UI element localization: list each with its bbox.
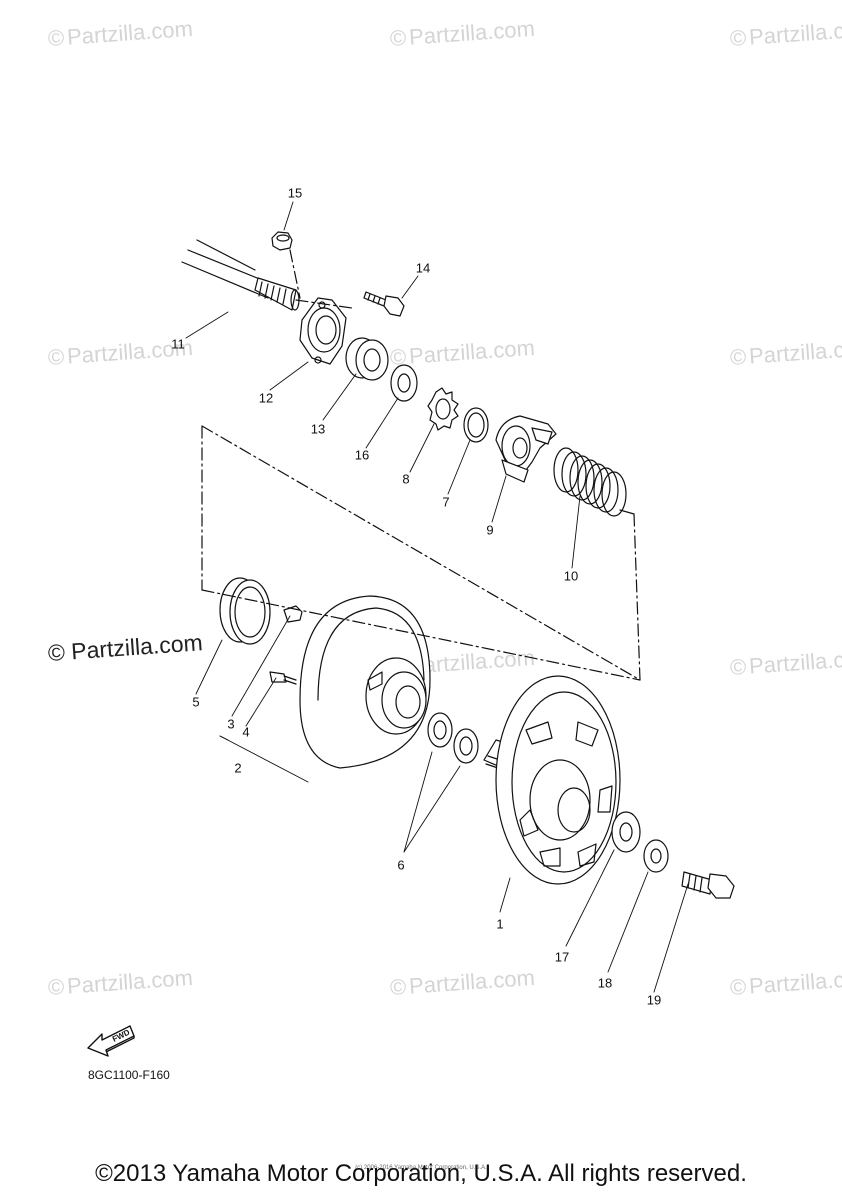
callout-17: 17	[554, 949, 570, 965]
part-4-screw	[269, 671, 297, 685]
part-7-circlip	[463, 407, 489, 443]
copyright-notice: ©2013 Yamaha Motor Corporation, U.S.A. A…	[95, 1160, 747, 1187]
callout-4: 4	[242, 724, 250, 740]
part-14-bolt	[363, 291, 405, 317]
part-13-bearing	[345, 337, 389, 381]
part-12-bearing-housing	[299, 297, 347, 365]
part-9-torque-cam	[495, 415, 557, 483]
callout-16: 16	[354, 447, 370, 463]
part-5-ring	[219, 577, 271, 645]
part-17-washer	[611, 811, 641, 853]
part-15-nut	[271, 231, 293, 251]
assembly-outline	[201, 249, 641, 681]
callout-13: 13	[310, 421, 326, 437]
callout-11: 11	[171, 336, 185, 352]
part-2-sheave	[299, 595, 431, 769]
part-6-shim	[427, 712, 453, 748]
part-11-shaft	[181, 239, 300, 311]
callout-10: 10	[563, 568, 579, 584]
diagram-code: 8GC1100-F160	[88, 1068, 170, 1082]
callout-12: 12	[258, 390, 274, 406]
callout-2: 2	[234, 760, 242, 776]
callout-8: 8	[402, 471, 410, 487]
callout-7: 7	[442, 494, 450, 510]
part-6-shim	[453, 728, 479, 764]
callout-6: 6	[397, 857, 405, 873]
part-16-washer	[390, 364, 418, 402]
callout-15: 15	[287, 185, 303, 201]
callout-3: 3	[227, 716, 235, 732]
leader-lines	[185, 201, 689, 993]
callout-14: 14	[415, 260, 431, 276]
part-18-washer	[643, 839, 669, 873]
callout-18: 18	[597, 975, 613, 991]
small-print: (c) 2006-2016 Yamaha Motor Corporation, …	[355, 1165, 487, 1171]
part-1-sliding-sheave	[483, 675, 621, 885]
part-19-bolt	[681, 871, 735, 899]
callout-19: 19	[646, 992, 662, 1008]
part-8-lock-washer	[427, 387, 459, 431]
callout-9: 9	[486, 522, 494, 538]
forward-arrow-icon: FWD	[87, 1025, 135, 1057]
callout-5: 5	[192, 694, 200, 710]
callout-1: 1	[496, 916, 504, 932]
part-10-spring	[553, 447, 635, 517]
